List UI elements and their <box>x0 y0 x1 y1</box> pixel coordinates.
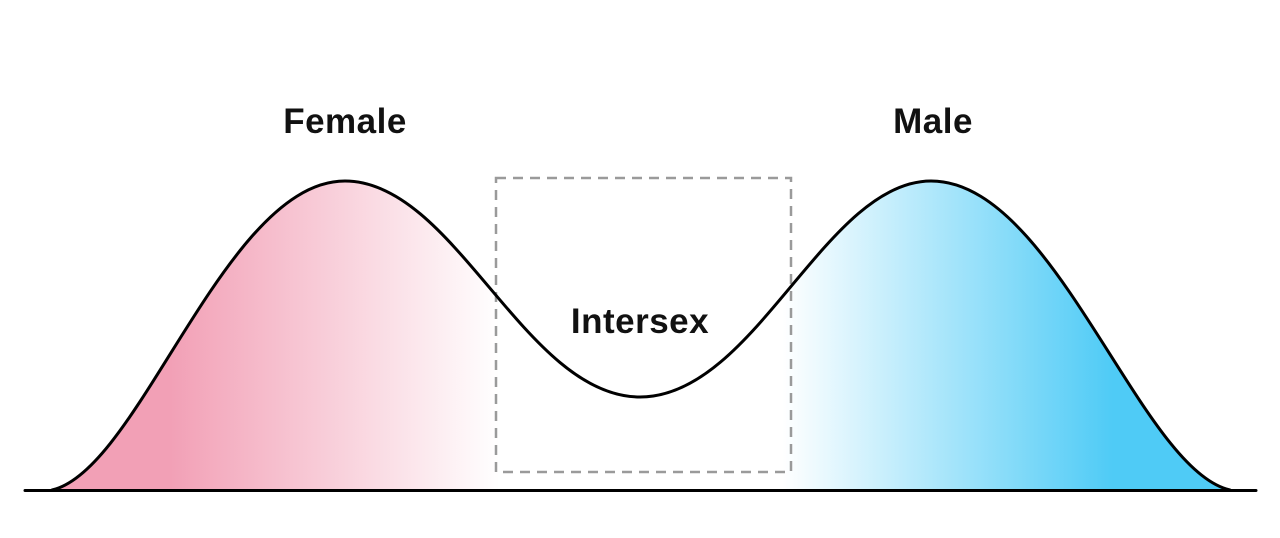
intersex-label: Intersex <box>571 302 709 341</box>
intersex-dashed-box <box>494 176 793 474</box>
distribution-fill-area <box>52 181 1230 490</box>
distribution-curve-stroke <box>50 179 1232 492</box>
female-label: Female <box>283 102 407 141</box>
male-label: Male <box>893 102 973 141</box>
